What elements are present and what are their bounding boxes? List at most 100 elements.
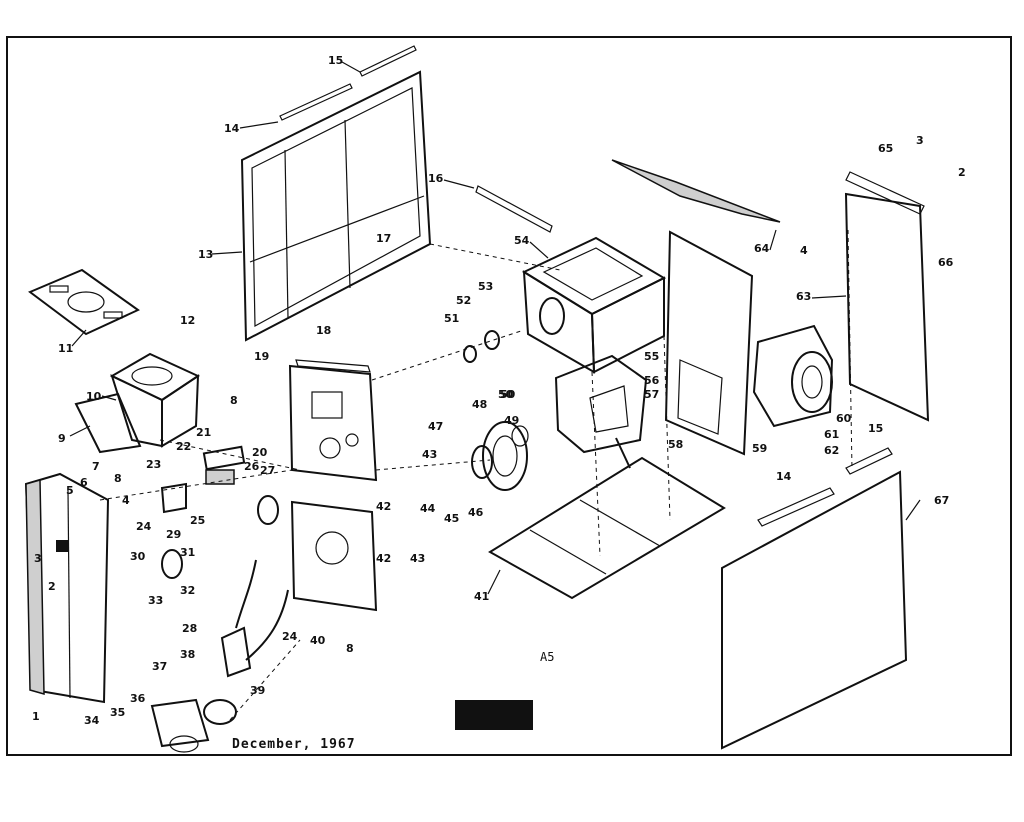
callout: 26 <box>244 460 260 473</box>
pulley-assembly <box>471 421 529 491</box>
callout: 63 <box>796 290 811 303</box>
diagram-frame <box>6 36 1012 756</box>
callout: 39 <box>250 684 265 697</box>
callout: 23 <box>146 458 161 471</box>
callout: 22 <box>176 440 191 453</box>
callout: 30 <box>130 550 146 563</box>
front-panel-67 <box>721 470 908 750</box>
callout: 48 <box>472 398 487 411</box>
callout: 33 <box>148 594 163 607</box>
callout: 49 <box>504 414 519 427</box>
callout: 40 <box>310 634 326 647</box>
callout: 50 <box>498 388 514 401</box>
publication-date: December, 1967 <box>232 737 356 752</box>
side-panel-58 <box>664 230 754 456</box>
callout: 51 <box>444 312 459 325</box>
callout: 60 <box>836 412 852 425</box>
callout: 8 <box>114 472 122 485</box>
blower-wheel <box>752 324 834 428</box>
callout: 37 <box>152 660 167 673</box>
gasket-plate <box>28 268 140 336</box>
callout: 52 <box>456 294 471 307</box>
ring-51 <box>463 345 477 363</box>
callout: 15 <box>868 422 883 435</box>
burner-access-panel <box>288 359 378 482</box>
callout: 11 <box>58 342 73 355</box>
callout: 45 <box>444 512 459 525</box>
callout: 32 <box>180 584 195 597</box>
callout: 34 <box>84 714 100 727</box>
callout: 44 <box>420 502 436 515</box>
callout: 46 <box>468 506 484 519</box>
right-strip-15 <box>845 447 893 475</box>
callout: 4 <box>800 244 808 257</box>
callout: 2 <box>48 580 56 593</box>
figure-reference: A5 <box>540 650 555 664</box>
callout: 3 <box>34 552 42 565</box>
callout: 38 <box>180 648 195 661</box>
control-box <box>220 559 289 678</box>
callout: 43 <box>410 552 425 565</box>
rear-frame-panel <box>240 70 432 342</box>
combustion-chamber <box>554 354 648 469</box>
callout: 29 <box>166 528 181 541</box>
vent-housing <box>109 352 201 448</box>
callout: 61 <box>824 428 839 441</box>
front-door-panel <box>24 472 110 704</box>
callout: 14 <box>224 122 240 135</box>
callout: 55 <box>644 350 659 363</box>
callout: 9 <box>58 432 66 445</box>
callout: 12 <box>180 314 195 327</box>
callout: 10 <box>86 390 102 403</box>
callout: 2 <box>958 166 966 179</box>
callout: 3 <box>916 134 924 147</box>
callout: 27 <box>260 464 275 477</box>
callout-labels: 1 2 3 4 5 6 7 8 9 10 11 12 13 14 15 16 1… <box>32 54 966 727</box>
callout: 58 <box>668 438 683 451</box>
access-door-63 <box>844 192 930 422</box>
callout: 53 <box>478 280 493 293</box>
callout: 25 <box>190 514 205 527</box>
callout: 18 <box>316 324 331 337</box>
right-strip-14 <box>757 487 835 527</box>
valve-33 <box>161 549 183 579</box>
ring-52 <box>484 330 500 350</box>
callout: 62 <box>824 444 839 457</box>
side-strip-16 <box>475 185 553 233</box>
top-strip-14 <box>279 83 353 121</box>
callout: 24 <box>136 520 152 533</box>
callout: 67 <box>934 494 949 507</box>
callout: 47 <box>428 420 443 433</box>
callout: 64 <box>754 242 770 255</box>
callout: 19 <box>254 350 269 363</box>
callout: 13 <box>198 248 213 261</box>
callout: 42 <box>376 552 391 565</box>
callout: 41 <box>474 590 489 603</box>
callout: 36 <box>130 692 146 705</box>
redaction-box <box>455 700 533 730</box>
callout: 42 <box>376 500 391 513</box>
callout: 4 <box>122 494 130 507</box>
callout: 1 <box>32 710 40 723</box>
callout: 57 <box>644 388 659 401</box>
callout: 14 <box>776 470 792 483</box>
callout: 20 <box>252 446 268 459</box>
callout: 8 <box>230 394 238 407</box>
callout: 7 <box>92 460 100 473</box>
callout: 5 <box>66 484 74 497</box>
callout: 24 <box>282 630 298 643</box>
callout: 17 <box>376 232 391 245</box>
callout: 59 <box>752 442 767 455</box>
callout: 43 <box>422 448 437 461</box>
top-strip-65 <box>845 171 925 215</box>
callout: 65 <box>878 142 893 155</box>
callout: 35 <box>110 706 125 719</box>
leader-lines <box>69 61 921 595</box>
ring-27 <box>257 495 279 525</box>
callout: 8 <box>346 642 354 655</box>
filter-64 <box>611 159 781 223</box>
callout: 21 <box>196 426 211 439</box>
callout: 50 <box>500 388 516 401</box>
alignment-lines <box>99 229 853 721</box>
